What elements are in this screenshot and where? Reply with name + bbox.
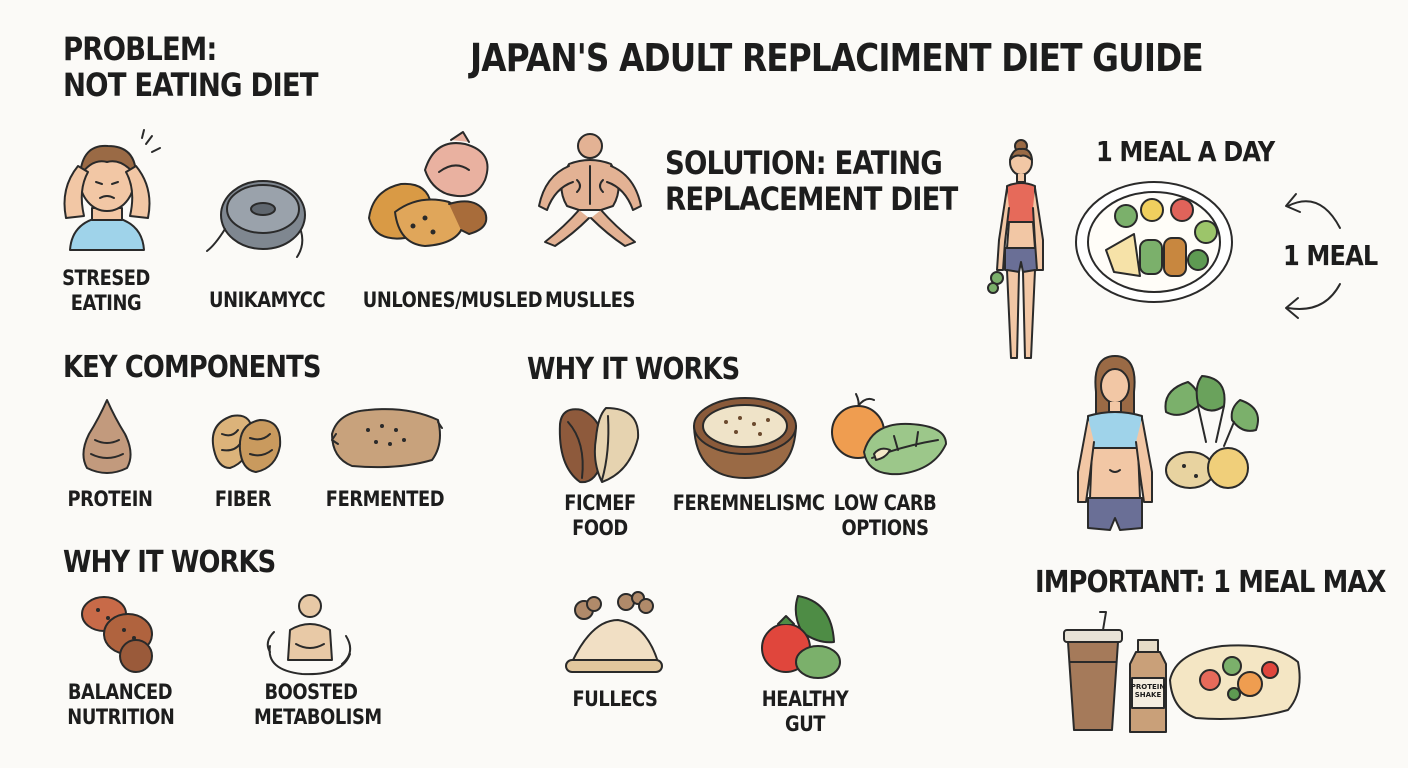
fermented-icon: [328, 404, 444, 474]
cycle-arrows-icon: [1280, 188, 1350, 328]
fullness-icon: [562, 590, 666, 680]
protein-icon: [75, 398, 140, 476]
stressed-person-icon: [52, 128, 162, 253]
page-title: JAPAN'S ADULT REPLACIMENT DIET GUIDE: [470, 36, 1204, 80]
balanced-food-icon: [78, 594, 162, 674]
protein-bottle-icon: [1126, 638, 1170, 736]
greens-and-potato-icon: [1158, 372, 1268, 492]
key-component-label-2: FIBER: [214, 487, 272, 511]
why-middle-label-5: HEALTHY GUT: [761, 687, 849, 737]
why-it-works-heading-left: WHY IT WORKS: [63, 545, 276, 580]
apple-leaf-icon: [828, 388, 952, 480]
metabolism-figure-icon: [262, 590, 358, 678]
why-middle-label-4: FULLECS: [572, 687, 658, 711]
fit-woman-icon: [1070, 352, 1160, 532]
muscle-figure-icon: [525, 130, 655, 250]
fiber-icon: [208, 410, 284, 476]
why-middle-label-3: LOW CARB OPTIONS: [833, 491, 937, 541]
bowl-icon: [690, 392, 800, 480]
why-middle-label-1: FICMEF FOOD: [564, 491, 636, 541]
leaf-food-icon: [556, 402, 642, 486]
robot-vacuum-icon: [205, 175, 315, 260]
problem-item-label-3: UNLONES/MUSLED: [362, 288, 543, 312]
key-components-heading: KEY COMPONENTS: [63, 350, 321, 385]
healthy-plate-icon: [1166, 640, 1306, 724]
problem-item-label-2: UNIKAMYCC: [209, 288, 326, 312]
important-heading: IMPORTANT: 1 MEAL MAX: [1035, 565, 1386, 600]
why-left-label-1: BALANCED NUTRITION: [67, 680, 175, 730]
bottle-text: PROTEIN SHAKE: [1130, 683, 1166, 699]
why-it-works-heading-middle: WHY IT WORKS: [527, 352, 740, 387]
key-component-label-3: FERMENTED: [325, 487, 445, 511]
slim-woman-icon: [985, 130, 1055, 365]
why-left-label-2: BOOSTED METABOLISM: [254, 680, 382, 730]
solution-heading: SOLUTION: EATING REPLACEMENT DIET: [665, 144, 958, 218]
key-component-label-1: PROTEIN: [67, 487, 153, 511]
problem-item-label-1: STRESED EATING: [62, 266, 150, 316]
problem-item-label-4: MUSLLES: [545, 288, 635, 312]
meal-plan-heading: 1 MEAL A DAY: [1096, 135, 1275, 168]
cycle-label: 1 MEAL: [1283, 239, 1378, 272]
vegetables-icon: [758, 592, 842, 680]
why-middle-label-2: FEREMNELISMC: [672, 491, 825, 515]
meal-plate-icon: [1074, 180, 1234, 305]
problem-heading: PROBLEM: NOT EATING DIET: [63, 30, 319, 104]
bread-and-meat-icon: [365, 130, 500, 250]
coffee-cup-icon: [1062, 610, 1124, 734]
